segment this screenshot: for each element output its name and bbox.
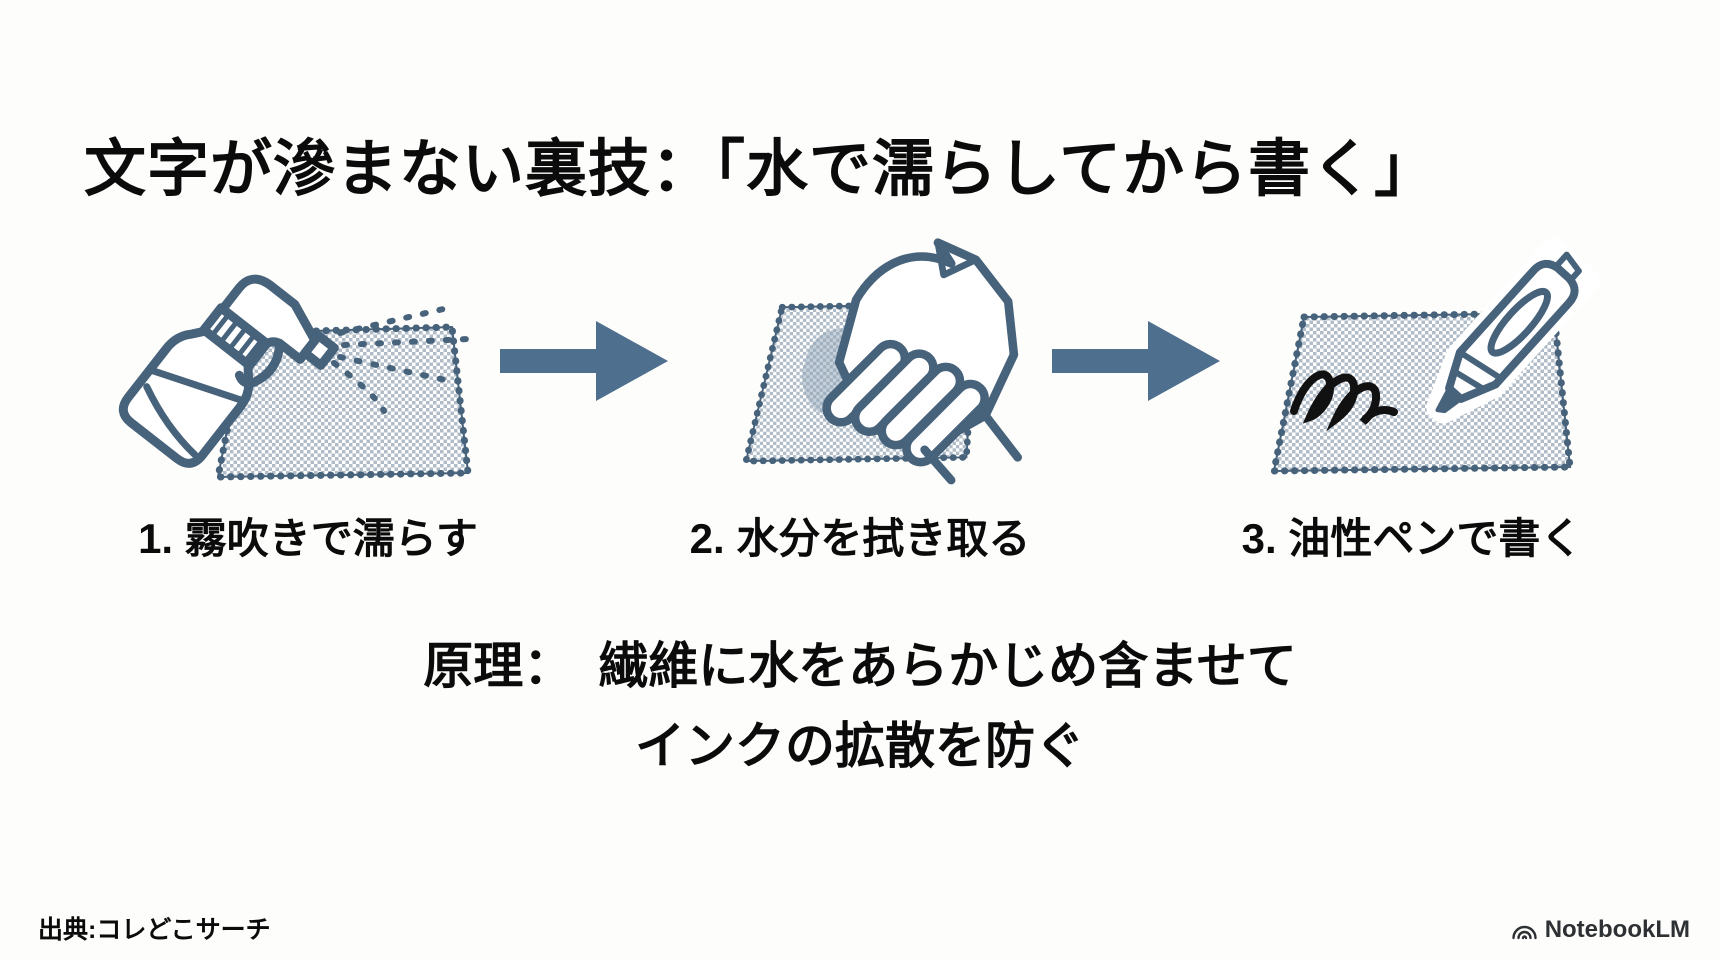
brand-label: NotebookLM xyxy=(1544,916,1690,943)
principle-text: 原理： 繊維に水をあらかじめ含ませて インクの拡散を防ぐ xyxy=(0,626,1720,786)
steps-row: 1. 霧吹きで濡らす xyxy=(0,205,1720,566)
wiping-hand-fabric-icon xyxy=(742,238,1022,485)
source-credit: 出典:コレどこサーチ xyxy=(38,916,271,944)
principle-line-1: 原理： 繊維に水をあらかじめ含ませて xyxy=(423,638,1297,694)
principle-line-2: インクの拡散を防ぐ xyxy=(635,718,1085,774)
notebooklm-watermark: NotebookLM xyxy=(1511,916,1690,944)
step-1-label: 1. 霧吹きで濡らす xyxy=(138,515,478,562)
step-3: 3. 油性ペンで書く xyxy=(1222,205,1602,566)
step-1: 1. 霧吹きで濡らす xyxy=(118,205,498,566)
step-2-label: 2. 水分を拭き取る xyxy=(689,515,1031,562)
slide-title: 文字が滲まない裏技：「水で濡らしてから書く」 xyxy=(84,134,1438,204)
pen-writing-fabric-icon xyxy=(1270,237,1601,475)
step-2: 2. 水分を拭き取る xyxy=(670,205,1050,566)
spray-bottle-fabric-icon xyxy=(118,274,472,481)
arrow-1 xyxy=(498,313,670,414)
arrow-2 xyxy=(1050,313,1222,414)
right-arrow-icon xyxy=(1052,321,1220,401)
step-3-label: 3. 油性ペンで書く xyxy=(1241,515,1583,562)
notebooklm-logo-icon xyxy=(1511,925,1537,940)
right-arrow-icon xyxy=(500,321,668,401)
